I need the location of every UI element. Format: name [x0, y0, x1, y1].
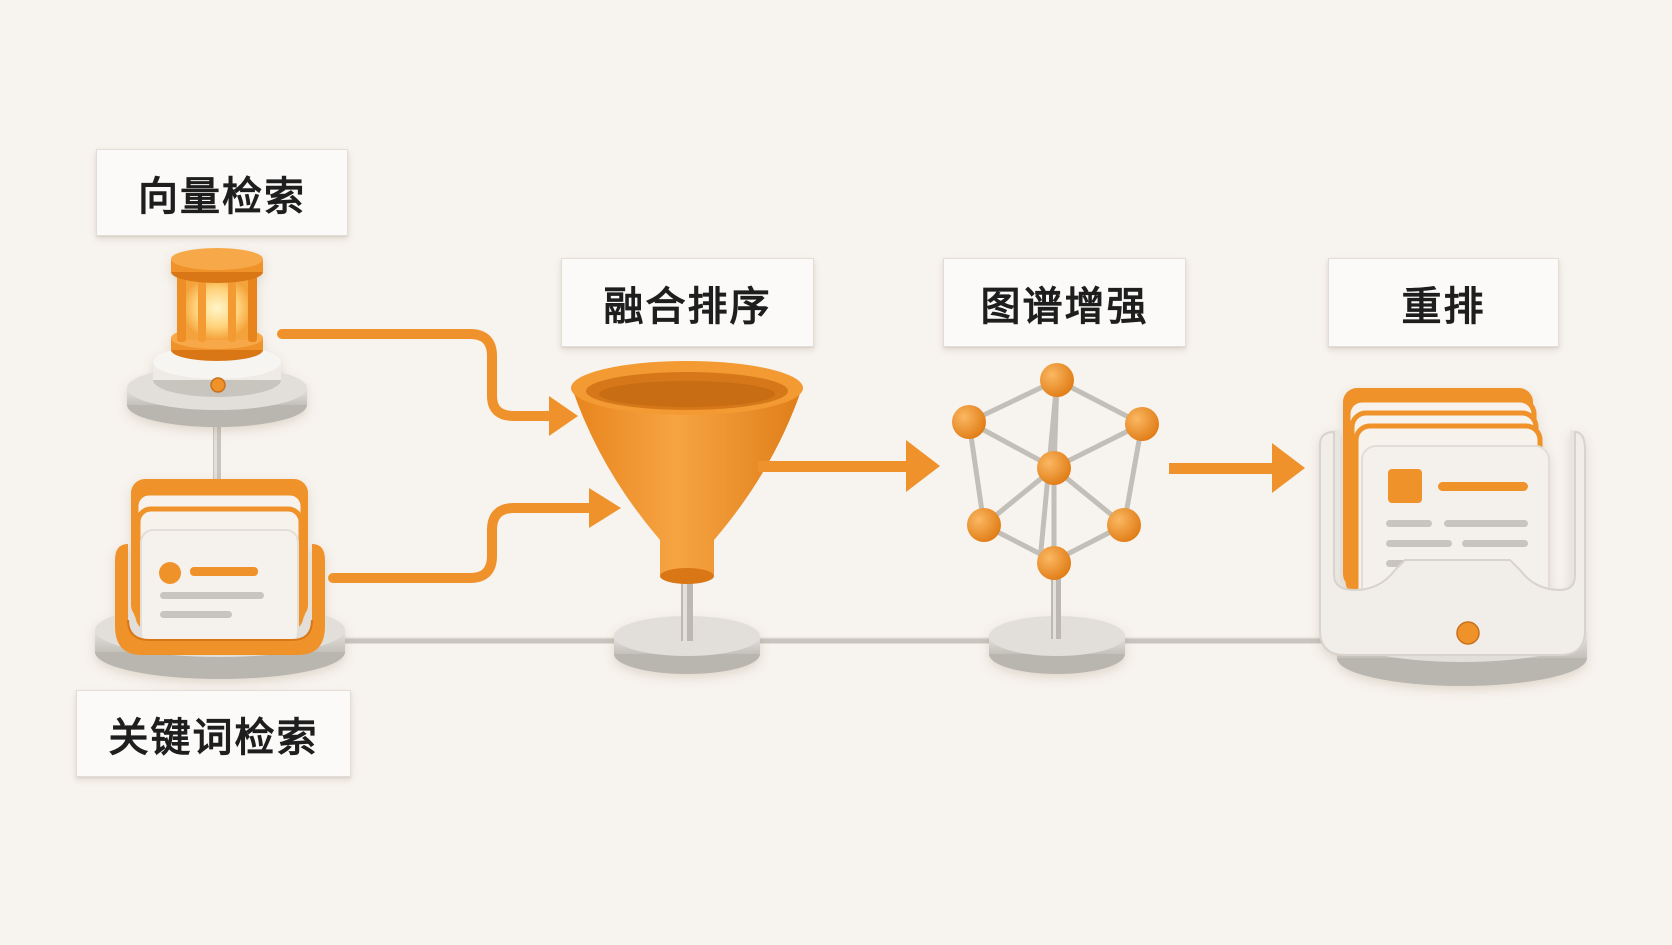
vector-search-label: 向量检索: [96, 149, 348, 236]
vector-keyword-connector: [213, 420, 221, 486]
arrow-fusion-to-graph: [758, 440, 940, 492]
arrow-vector-to-fusion: [277, 329, 578, 436]
graph-enhancement-label: 图谱增强: [943, 258, 1186, 347]
rerank-document-tray-icon: [1319, 388, 1587, 686]
vector-search-lantern-icon: [127, 248, 307, 427]
pipeline-rail: [197, 637, 1443, 644]
keyword-search-document-tray-icon: [95, 479, 345, 679]
arrow-keyword-to-fusion: [328, 488, 621, 583]
keyword-search-label: 关键词检索: [76, 690, 351, 777]
arrow-graph-to-rerank: [1169, 443, 1305, 493]
rerank-label: 重排: [1328, 258, 1559, 347]
fusion-ranking-label: 融合排序: [561, 258, 814, 347]
graph-enhancement-knowledge-graph-icon: [952, 363, 1159, 674]
fusion-ranking-funnel-icon: [571, 361, 803, 674]
